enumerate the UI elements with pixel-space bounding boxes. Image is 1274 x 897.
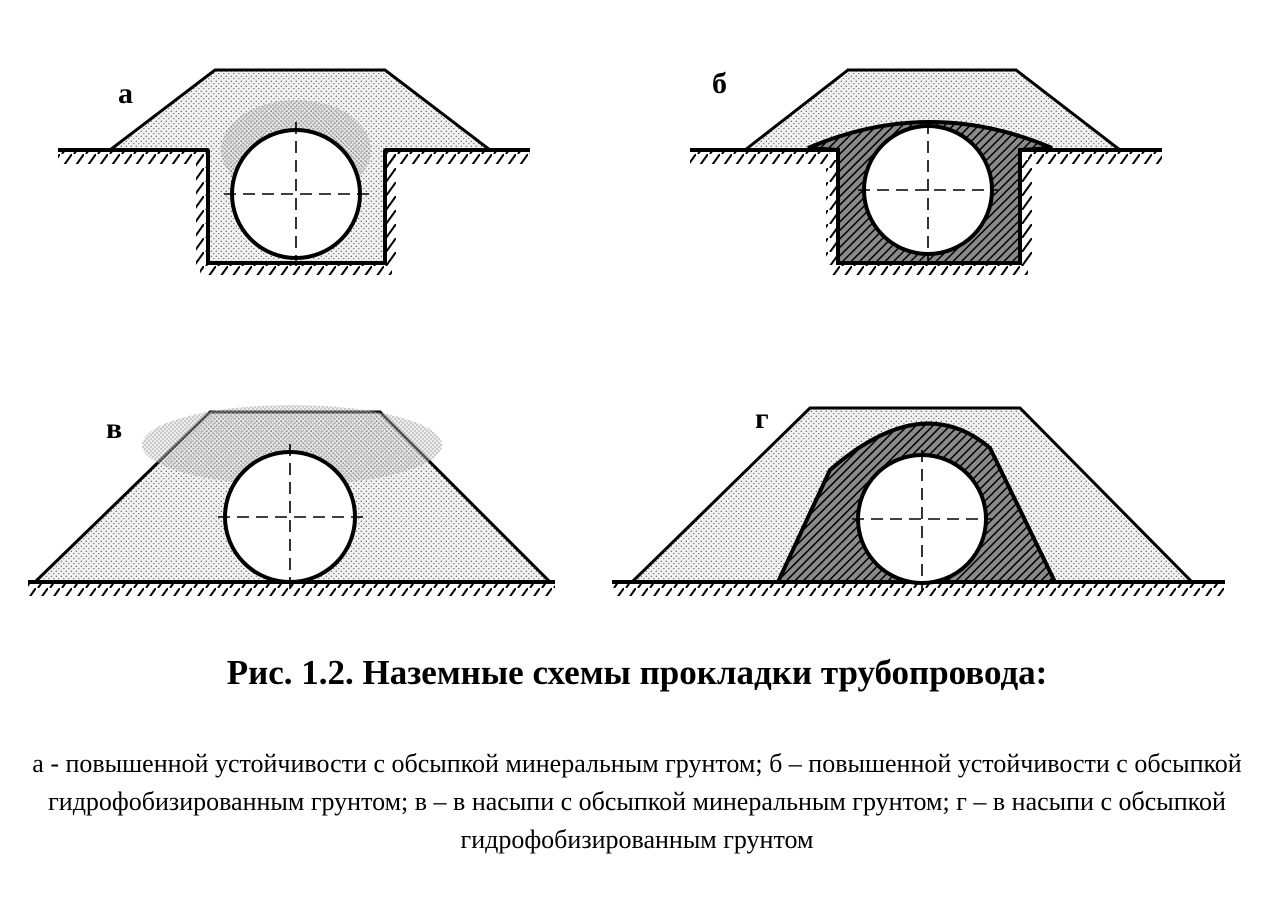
figure-caption: Рис. 1.2. Наземные схемы прокладки трубо… — [226, 653, 1048, 692]
panel-a-ground-hatch-left — [58, 152, 208, 164]
panel-b: б — [690, 67, 1162, 275]
panel-b-trench-hatch-right — [1022, 160, 1032, 265]
panel-b-ground-hatch-right — [1028, 152, 1162, 164]
panel-b-trench-hatch-bottom — [832, 265, 1028, 275]
panel-v: в — [28, 405, 555, 596]
pipeline-schemes-figure: а б в — [28, 67, 1225, 596]
panel-v-ground-hatch — [28, 584, 555, 596]
panel-g: г — [612, 402, 1225, 596]
panel-b-label: б — [712, 67, 727, 100]
panel-g-ground-hatch — [612, 584, 1225, 596]
panel-v-label: в — [106, 412, 122, 445]
panel-v-dense-band — [142, 405, 442, 485]
panel-a-trench-hatch-left — [196, 152, 206, 265]
figure-legend: а - повышенной устойчивости с обсыпкой м… — [32, 749, 1242, 854]
panel-a-trench-hatch-right — [387, 152, 397, 265]
panel-a-trench-hatch-bottom — [200, 265, 392, 275]
panel-a-ground-hatch-right — [385, 152, 530, 164]
panel-a: а — [58, 68, 530, 275]
panel-g-label: г — [755, 402, 769, 435]
panel-a-label: а — [118, 77, 133, 110]
panel-b-ground-hatch-left — [690, 152, 830, 164]
panel-b-trench-hatch-left — [826, 160, 836, 265]
